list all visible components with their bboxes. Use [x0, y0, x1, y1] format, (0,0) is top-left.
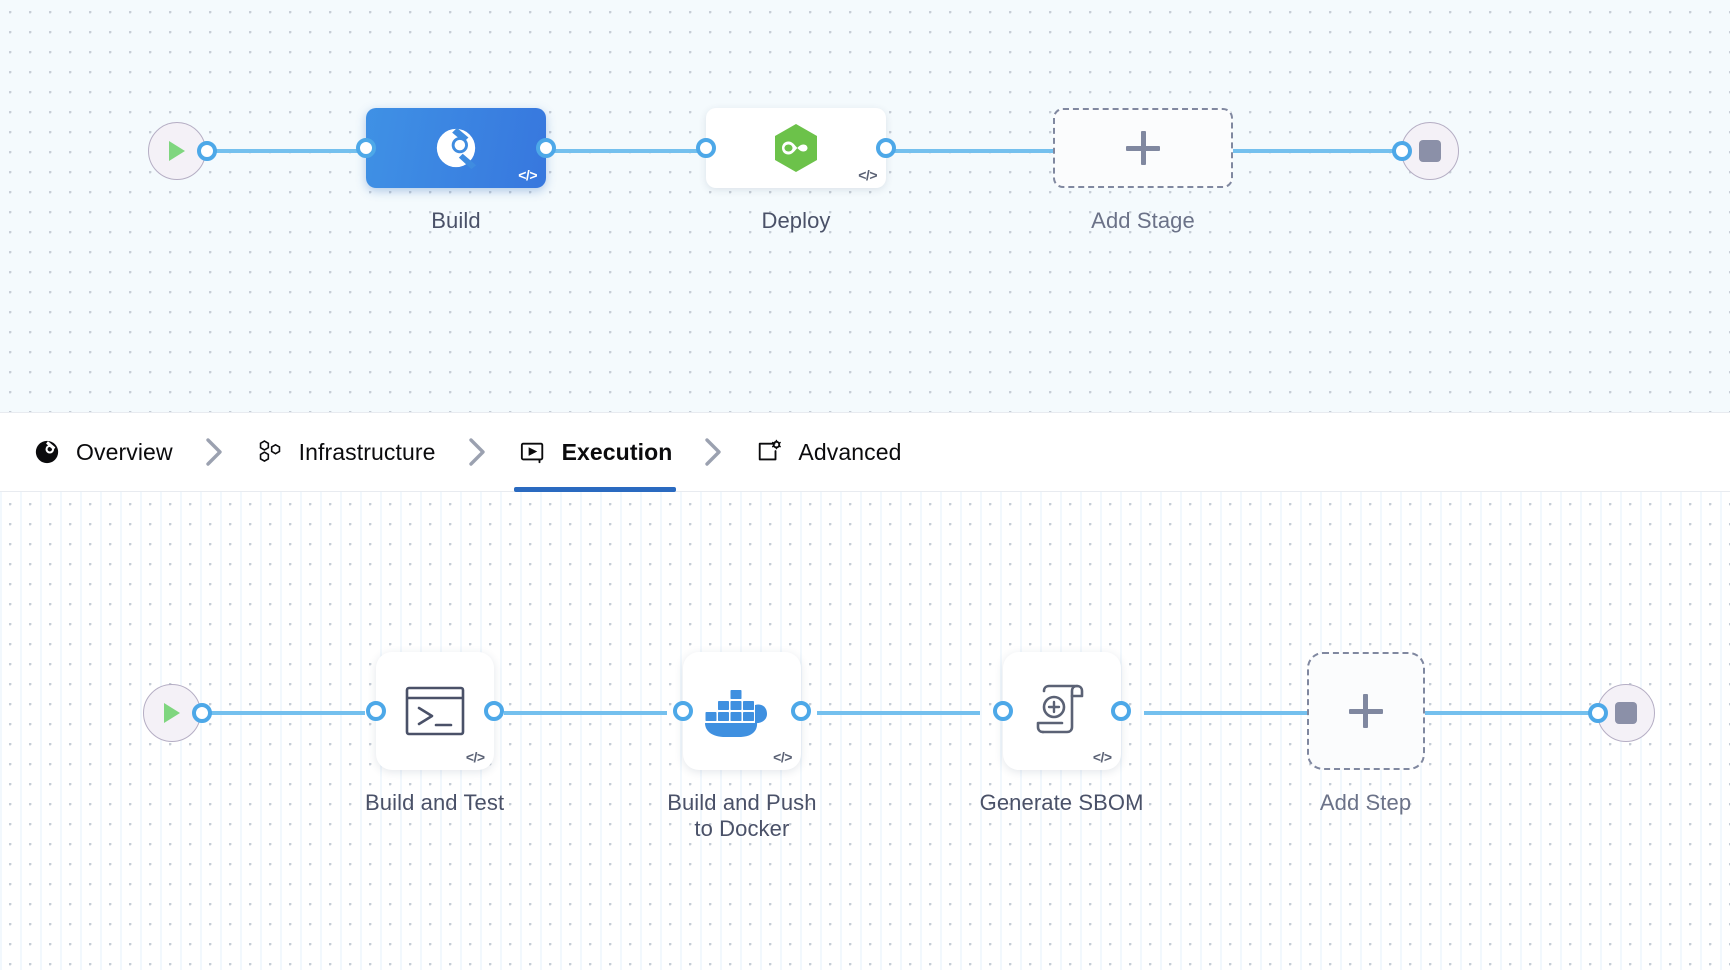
output-port[interactable] [197, 141, 217, 161]
stages-flow: </> Build </> Deploy [148, 108, 1459, 234]
execution-start-node[interactable] [143, 684, 212, 742]
harness-cd-infinity-hexagon-icon [775, 124, 817, 172]
add-stage-button[interactable] [1053, 108, 1233, 188]
input-port[interactable] [1587, 703, 1608, 723]
tab-label: Infrastructure [298, 438, 436, 465]
harness-ci-build-icon [436, 127, 477, 170]
code-badge[interactable]: </> [518, 167, 537, 183]
connector-build-to-deploy [546, 149, 706, 153]
stage-node-add: Add Stage [1053, 108, 1233, 234]
code-badge[interactable]: </> [773, 749, 792, 765]
tab-label: Execution [561, 438, 673, 465]
honeycomb-icon [255, 437, 285, 467]
stage-label: Deploy [761, 208, 831, 233]
pipeline-end-node[interactable] [1392, 122, 1459, 180]
step-node-add: Add Step [1306, 652, 1425, 816]
code-badge[interactable]: </> [465, 749, 485, 765]
input-port[interactable] [1392, 141, 1412, 161]
tab-label: Advanced [798, 438, 902, 465]
docker-whale-icon [704, 690, 767, 737]
connector-deploy-to-addstage [886, 149, 1053, 153]
connector-step2-to-step3 [816, 711, 980, 715]
stop-icon [1614, 702, 1637, 724]
connector-addstage-to-end [1233, 149, 1401, 153]
tab-advanced[interactable]: Advanced [750, 412, 905, 492]
add-step-button[interactable] [1306, 652, 1425, 770]
input-port[interactable] [356, 138, 376, 158]
stage-label: Build [431, 208, 481, 233]
connector-start-to-step1 [201, 711, 365, 715]
connector-start-to-build [206, 149, 366, 153]
steps-flow: </> Build and Test [143, 652, 1655, 843]
step-node-generate-sbom: </> Generate SBOM [980, 652, 1144, 816]
step-node-build-and-push-to-docker: </> Build and Push to Docker [667, 652, 817, 843]
input-port[interactable] [365, 701, 386, 721]
add-step-label: Add Step [1319, 790, 1412, 815]
output-port[interactable] [876, 138, 896, 158]
pipeline-steps-canvas[interactable]: </> Build and Test [0, 492, 1730, 970]
stage-deploy[interactable]: </> [696, 108, 896, 188]
input-port[interactable] [672, 701, 693, 721]
output-port[interactable] [536, 138, 556, 158]
step-build-and-test[interactable]: </> [365, 652, 504, 770]
connector-step1-to-step2 [504, 711, 668, 715]
stage-build[interactable]: </> [356, 108, 556, 188]
stage-node-build: </> Build [356, 108, 556, 234]
play-icon [164, 703, 180, 723]
input-port[interactable] [696, 138, 716, 158]
output-port[interactable] [192, 703, 212, 723]
stop-icon [1419, 140, 1441, 162]
step-label: Build and Push to Docker [667, 790, 817, 842]
output-port[interactable] [483, 701, 504, 721]
chevron-right-icon [676, 437, 750, 467]
terminal-shell-icon [405, 686, 464, 736]
tab-infrastructure[interactable]: Infrastructure [251, 412, 440, 492]
connector-addstep-to-end [1424, 711, 1597, 715]
tab-overview[interactable]: Overview [28, 412, 177, 492]
output-port[interactable] [790, 701, 811, 721]
pipeline-start-node[interactable] [148, 122, 217, 180]
step-build-and-push-to-docker[interactable]: </> [672, 652, 811, 770]
pie-chart-icon [32, 437, 62, 467]
add-stage-label: Add Stage [1091, 208, 1195, 233]
stage-config-tabs: Overview Infrastructure [0, 412, 1730, 492]
chevron-right-icon [440, 437, 514, 467]
plus-icon [1348, 694, 1383, 728]
code-badge[interactable]: </> [1092, 749, 1112, 765]
step-label: Generate SBOM [979, 790, 1144, 815]
tab-label: Overview [76, 438, 173, 465]
step-label: Build and Test [365, 790, 505, 815]
code-badge[interactable]: </> [858, 167, 877, 183]
step-node-build-and-test: </> Build and Test [365, 652, 504, 816]
play-icon [169, 141, 185, 161]
step-generate-sbom[interactable]: </> [992, 652, 1131, 770]
scroll-plus-icon [1036, 684, 1083, 734]
stage-node-deploy: </> Deploy [696, 108, 896, 234]
tab-execution[interactable]: Execution [513, 412, 677, 492]
play-box-icon [518, 437, 548, 467]
chevron-right-icon [177, 437, 251, 467]
execution-end-node[interactable] [1587, 684, 1655, 742]
output-port[interactable] [1110, 701, 1131, 721]
plus-icon [1126, 131, 1160, 165]
pipeline-stages-canvas[interactable]: </> Build </> Deploy [0, 0, 1730, 412]
gear-box-icon [754, 437, 784, 467]
connector-step3-to-addstep [1143, 711, 1307, 715]
input-port[interactable] [992, 701, 1013, 721]
